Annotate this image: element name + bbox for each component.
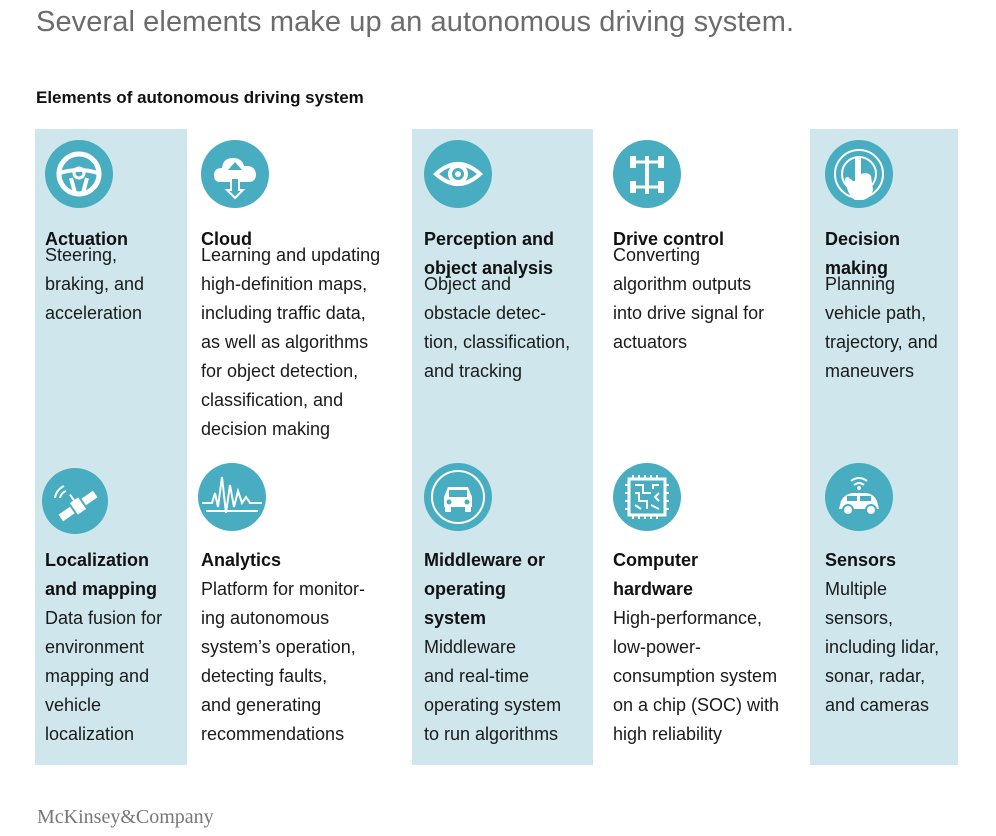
element-description: Multiple sensors, including lidar, sonar…	[825, 579, 940, 715]
chip-icon	[613, 463, 681, 531]
element-description: High-performance, low-power- consumption…	[613, 608, 780, 744]
element-description: Platform for monitor- ing autonomous sys…	[201, 579, 366, 744]
pulse-icon	[198, 463, 266, 531]
element-title: Decision making	[825, 229, 901, 278]
element-description: Object and obstacle detec- tion, classif…	[424, 274, 571, 381]
element-title: Middleware or operating system	[424, 550, 546, 628]
satellite-icon	[42, 468, 108, 534]
hand-tap-icon	[825, 140, 893, 208]
column-band-1	[35, 129, 187, 765]
sensor-car-icon	[825, 463, 893, 531]
element-title: Cloud	[201, 229, 252, 249]
cloud-icon	[201, 140, 269, 208]
element-title: Drive control	[613, 229, 725, 249]
car-front-icon	[424, 463, 492, 531]
element-title: Analytics	[201, 550, 282, 570]
element-title: Actuation	[45, 229, 128, 249]
steering-wheel-icon	[45, 140, 113, 208]
element-title: Localization and mapping	[45, 550, 157, 599]
element-description: Data fusion for environment mapping and …	[45, 608, 163, 744]
element-title: Computer hardware	[613, 550, 698, 599]
column-band-5	[810, 129, 958, 765]
mckinsey-logo: McKinsey&Company	[37, 806, 214, 828]
page-headline: Several elements make up an autonomous d…	[36, 6, 795, 38]
exhibit-subheading: Elements of autonomous driving system	[36, 88, 364, 107]
element-title: Sensors	[825, 550, 897, 570]
element-description: Planning vehicle path, trajectory, and m…	[825, 274, 938, 381]
column-band-3	[412, 129, 593, 765]
element-description: Steering, braking, and acceleration	[45, 245, 145, 323]
element-description: Learning and updating high-definition ma…	[201, 245, 381, 439]
element-title: Perception and object analysis	[424, 229, 555, 278]
chassis-icon	[613, 140, 681, 208]
element-description: Middleware and real-time operating syste…	[424, 637, 562, 744]
element-description: Converting algorithm outputs into drive …	[613, 245, 765, 352]
eye-icon	[424, 140, 492, 208]
